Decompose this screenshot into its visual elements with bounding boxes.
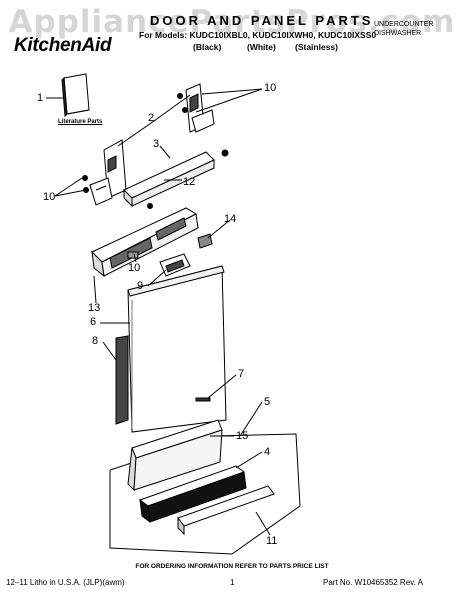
model-list: For Models: KUDC10IXBL0, KUDC10IXWH0, KU… bbox=[139, 30, 377, 40]
door-handle bbox=[159, 253, 191, 277]
literature-parts-booklet bbox=[61, 73, 90, 118]
brand-logo: KitchenAid bbox=[14, 35, 112, 56]
literature-parts-label: Literature Parts bbox=[58, 119, 103, 125]
callout-15: 15 bbox=[236, 430, 249, 442]
doc-type-line-2: DISHWASHER bbox=[374, 30, 422, 37]
callout-10-left: 10 bbox=[43, 191, 56, 203]
callout-10-mid: 10 bbox=[128, 262, 141, 274]
lower-trim bbox=[177, 485, 275, 536]
foam-block bbox=[138, 465, 247, 524]
doc-type-line-1: UNDERCOUNTER bbox=[374, 21, 434, 28]
variant-black: (Black) bbox=[193, 42, 222, 52]
channel-bracket bbox=[123, 151, 215, 208]
left-hinge-bracket bbox=[89, 139, 127, 206]
ordering-note: FOR ORDERING INFORMATION REFER TO PARTS … bbox=[135, 563, 329, 570]
callout-1: 1 bbox=[37, 92, 44, 104]
variant-white: (White) bbox=[247, 42, 276, 52]
insulation-sheet bbox=[115, 335, 129, 425]
footer-litho: 12–11 Litho in U.S.A. (JLP)(awm) bbox=[6, 578, 125, 587]
kick-plate bbox=[127, 419, 223, 492]
callout-4: 4 bbox=[264, 446, 271, 458]
control-panel-assembly bbox=[91, 207, 199, 278]
callout-10-top: 10 bbox=[264, 82, 277, 94]
callout-14: 14 bbox=[224, 213, 237, 225]
callout-leaders bbox=[46, 88, 271, 536]
callout-8: 8 bbox=[92, 335, 99, 347]
callout-5: 5 bbox=[264, 396, 271, 408]
callout-7: 7 bbox=[238, 368, 245, 380]
right-hinge-bracket bbox=[185, 83, 215, 133]
screws bbox=[82, 93, 229, 209]
callout-13: 13 bbox=[88, 302, 101, 314]
footer-page-number: 1 bbox=[230, 578, 235, 587]
callout-3: 3 bbox=[153, 138, 160, 150]
callout-6: 6 bbox=[90, 316, 97, 328]
outer-door-panel bbox=[127, 265, 227, 433]
callout-9: 9 bbox=[137, 280, 144, 292]
callout-11: 11 bbox=[266, 535, 278, 547]
callout-12: 12 bbox=[183, 176, 196, 188]
doc-type: UNDERCOUNTER DISHWASHER bbox=[374, 20, 434, 38]
watermark-text: AppliancePartsPros.com bbox=[8, 4, 456, 40]
variant-stainless: (Stainless) bbox=[295, 42, 338, 52]
footer-part-number: Part No. W10465352 Rev. A bbox=[323, 578, 423, 587]
callout-2: 2 bbox=[148, 112, 155, 124]
page-title: DOOR AND PANEL PARTS bbox=[150, 13, 374, 28]
